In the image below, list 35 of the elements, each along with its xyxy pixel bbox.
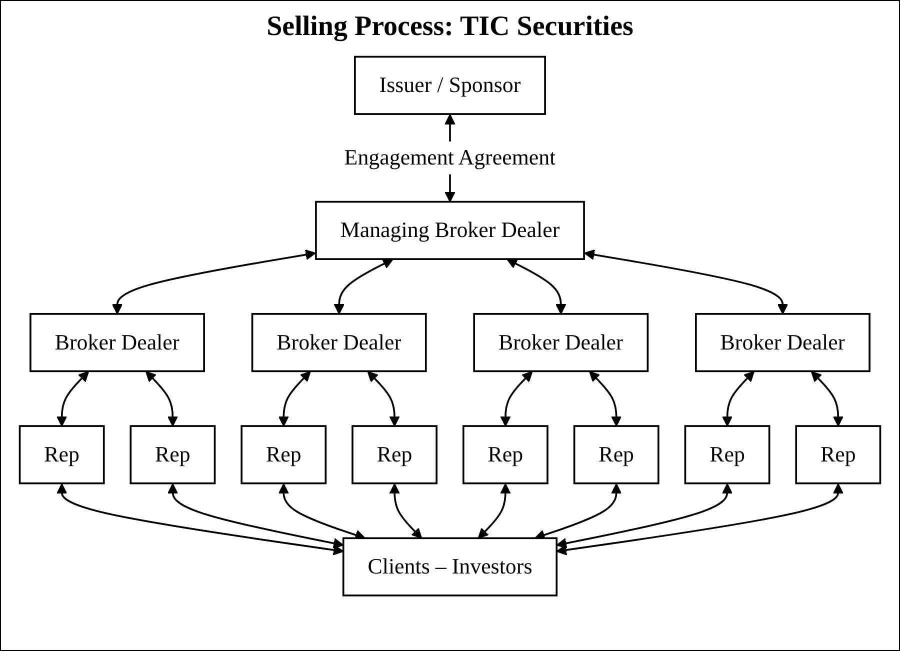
node-box: Clients – Investors — [342, 537, 558, 596]
arrow — [56, 483, 344, 556]
arrow — [278, 371, 311, 427]
node-box: Rep — [130, 425, 216, 484]
node-box: Rep — [462, 425, 548, 484]
arrow — [589, 371, 622, 427]
arrow — [145, 371, 178, 427]
arrow — [810, 371, 844, 427]
arrow — [722, 371, 755, 427]
node-box: Broker Dealer — [695, 313, 870, 372]
node-box: Rep — [240, 425, 327, 484]
arrow — [367, 371, 400, 427]
node-box: Rep — [18, 425, 105, 484]
node-box: Rep — [573, 425, 660, 484]
node-box: Rep — [795, 425, 882, 484]
edge-label: Engagement Agreement — [344, 145, 556, 170]
arrow — [478, 483, 511, 539]
node-box: Issuer / Sponsor — [354, 56, 546, 115]
arrow — [556, 483, 844, 556]
node-box: Managing Broker Dealer — [315, 200, 585, 260]
node-box: Rep — [684, 425, 770, 484]
node-box: Broker Dealer — [30, 313, 205, 372]
arrow — [506, 258, 566, 314]
arrow — [584, 249, 788, 314]
arrow — [112, 249, 316, 314]
node-box: Broker Dealer — [251, 313, 427, 372]
arrow — [56, 371, 90, 427]
node-box: Broker Dealer — [473, 313, 649, 372]
arrow — [500, 371, 533, 427]
arrow — [167, 483, 344, 549]
arrow — [334, 258, 394, 314]
diagram-title: Selling Process: TIC Securities — [266, 11, 634, 43]
arrow — [556, 483, 733, 549]
arrow — [389, 483, 422, 539]
node-box: Rep — [352, 425, 438, 484]
